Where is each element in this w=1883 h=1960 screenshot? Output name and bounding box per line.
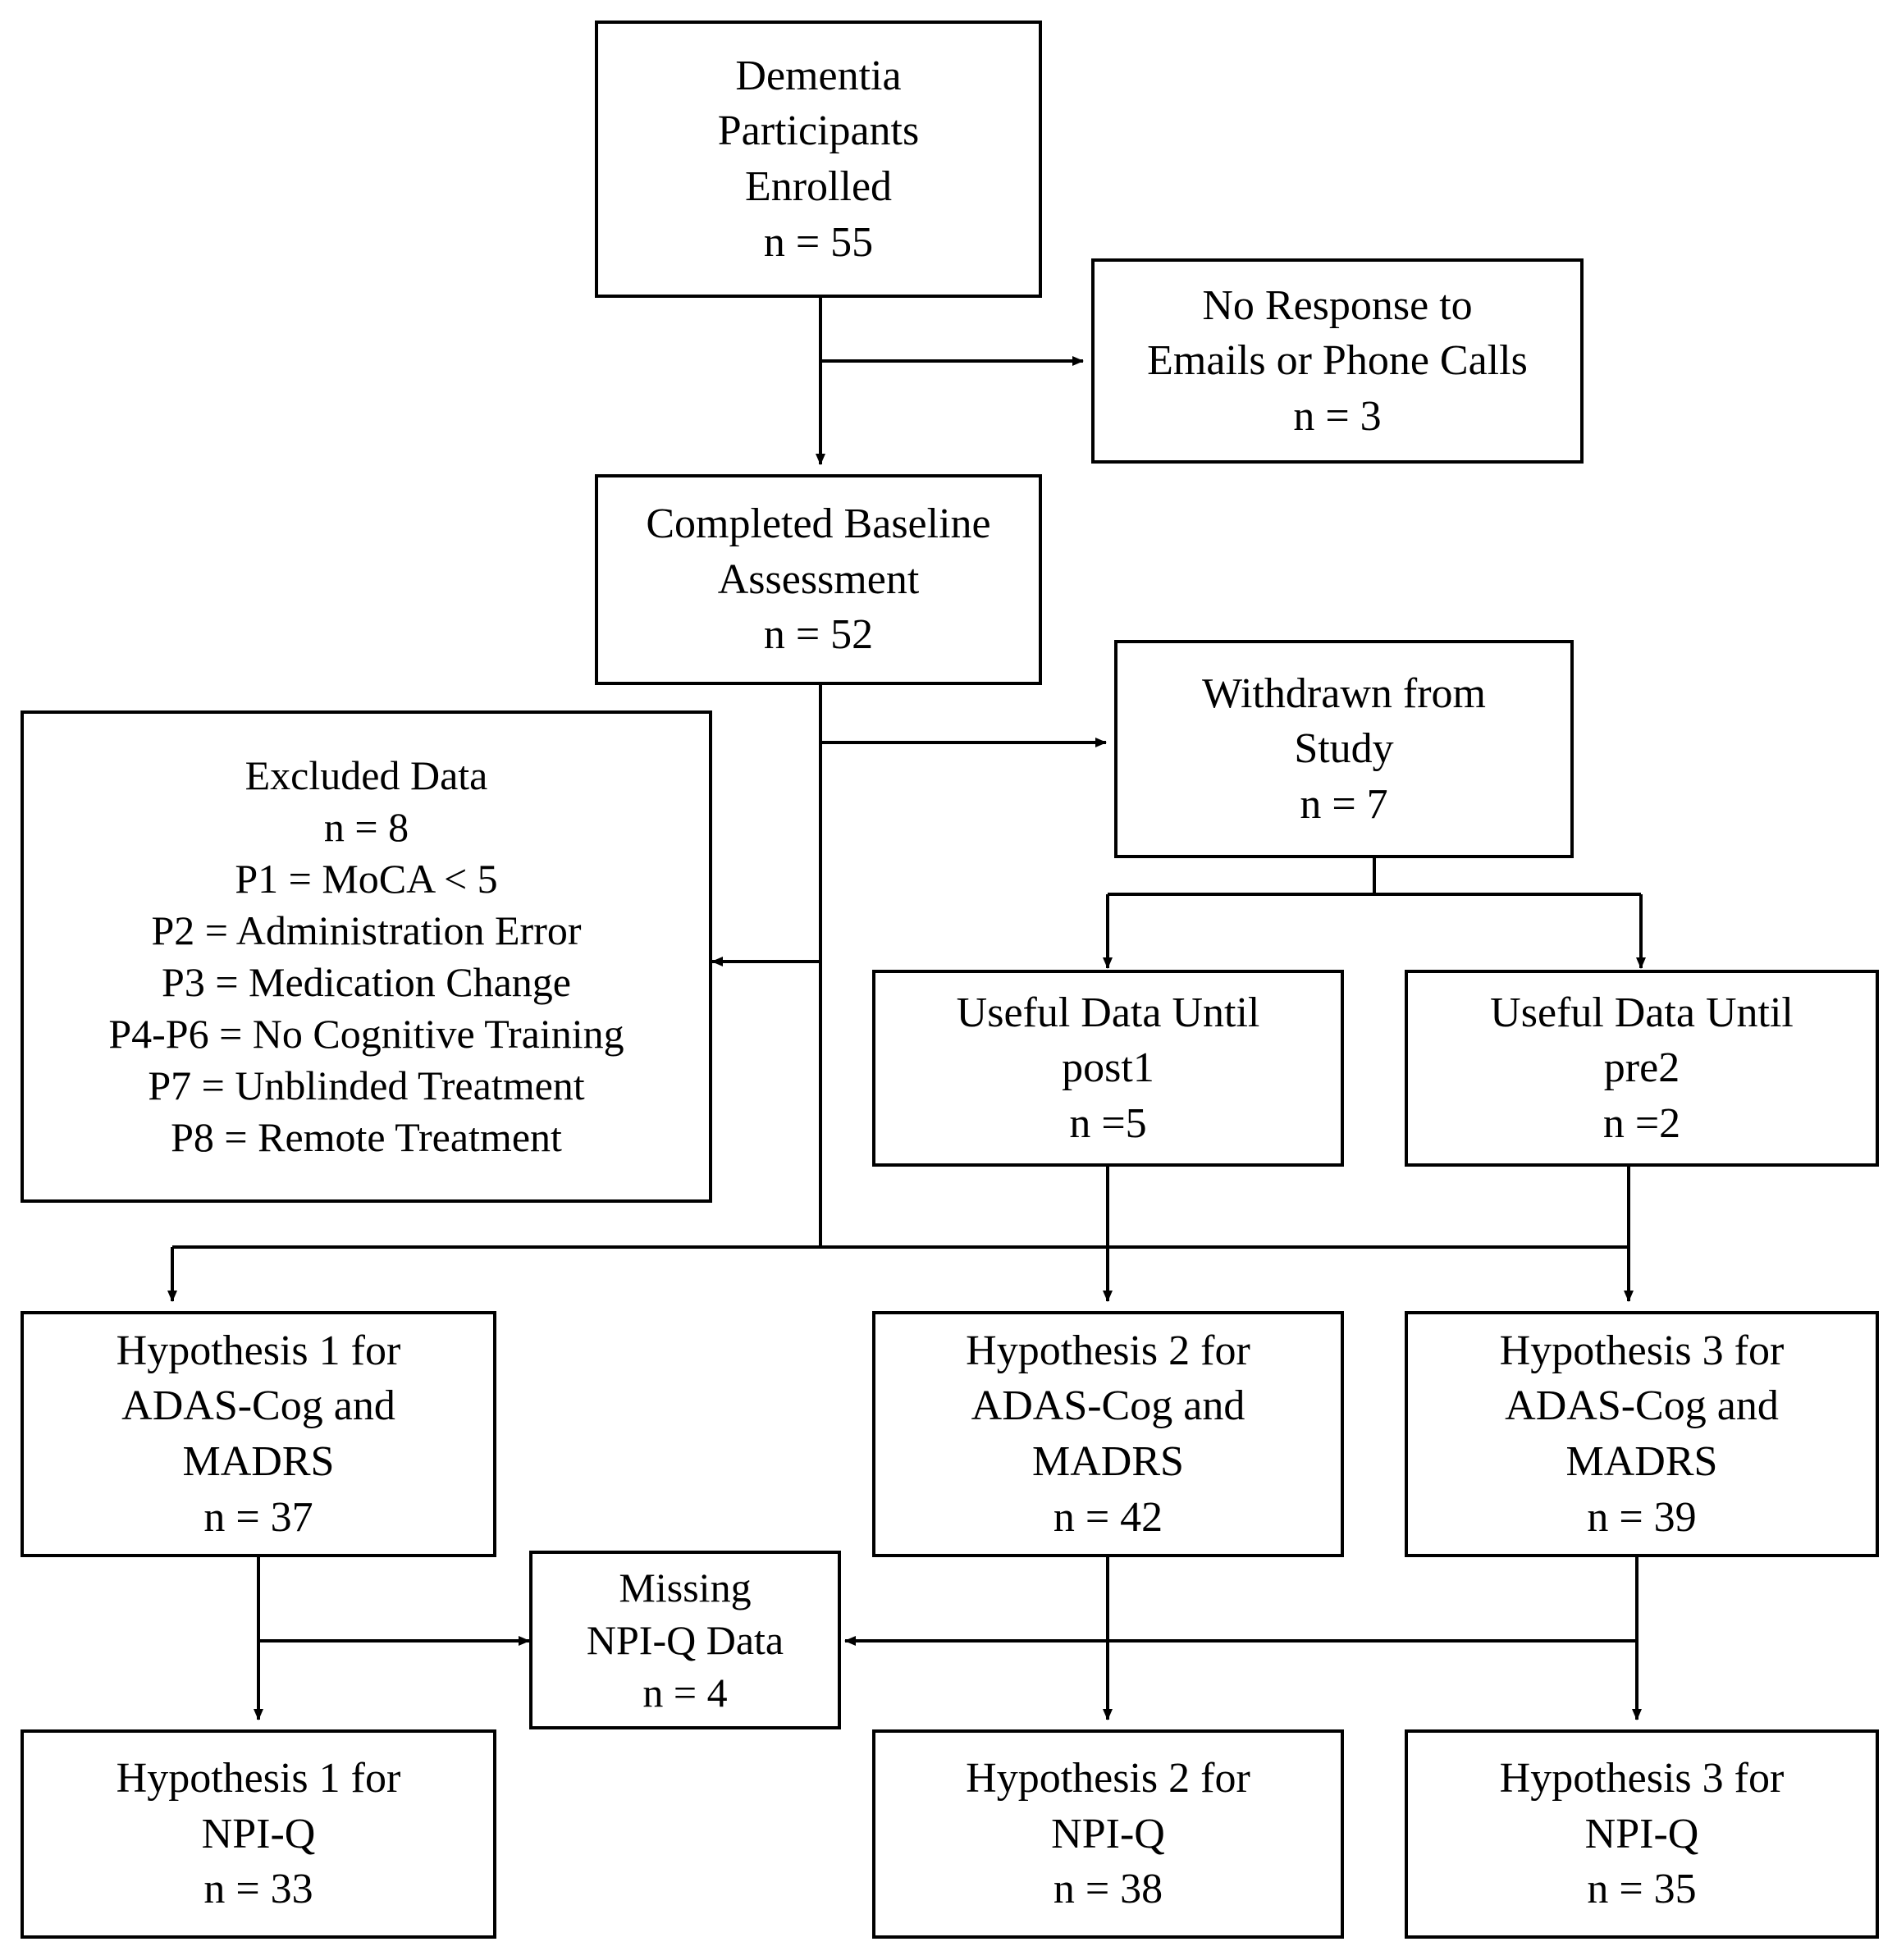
node-hyp1-adas-line-4: n = 37 xyxy=(203,1493,313,1541)
node-hyp2-adas-line-4: n = 42 xyxy=(1053,1493,1163,1541)
node-enrolled-line-1: Dementia xyxy=(735,52,902,99)
node-hyp2-adas-line-3: MADRS xyxy=(1032,1438,1184,1485)
node-hyp1-adas-line-3: MADRS xyxy=(182,1438,335,1485)
node-no-response: No Response to Emails or Phone Calls n =… xyxy=(1091,258,1584,464)
node-useful-pre2-line-3: n =2 xyxy=(1602,1099,1681,1147)
node-hyp1-npiq-line-2: NPI-Q xyxy=(201,1810,316,1857)
node-hyp3-adas-line-1: Hypothesis 3 for xyxy=(1499,1327,1785,1374)
node-baseline-line-3: n = 52 xyxy=(763,611,874,659)
node-excluded-line-7: P7 = Unblinded Treatment xyxy=(148,1062,585,1108)
node-no-response-line-1: No Response to xyxy=(1202,281,1473,329)
node-useful-pre2: Useful Data Until pre2 n =2 xyxy=(1405,970,1879,1167)
node-useful-post1-line-1: Useful Data Until xyxy=(956,989,1260,1036)
node-hyp3-adas-line-4: n = 39 xyxy=(1587,1493,1697,1541)
node-hyp3-npiq: Hypothesis 3 for NPI-Q n = 35 xyxy=(1405,1729,1879,1939)
node-hyp3-adas-line-2: ADAS-Cog and xyxy=(1505,1382,1779,1430)
node-excluded-line-2: n = 8 xyxy=(323,804,409,850)
node-hyp2-npiq-line-2: NPI-Q xyxy=(1051,1810,1165,1857)
node-useful-pre2-line-2: pre2 xyxy=(1603,1044,1680,1092)
node-hyp3-npiq-line-3: n = 35 xyxy=(1587,1866,1697,1913)
node-hyp2-adas-line-2: ADAS-Cog and xyxy=(971,1382,1245,1430)
node-hyp3-adas-line-3: MADRS xyxy=(1565,1438,1718,1485)
node-hyp1-adas-line-1: Hypothesis 1 for xyxy=(116,1327,401,1374)
node-baseline-line-1: Completed Baseline xyxy=(646,500,991,548)
node-excluded-line-3: P1 = MoCA < 5 xyxy=(235,856,498,902)
node-missing-npiq: Missing NPI-Q Data n = 4 xyxy=(529,1551,841,1729)
node-baseline-line-2: Assessment xyxy=(717,555,920,603)
node-useful-post1-line-3: n =5 xyxy=(1069,1099,1147,1147)
node-no-response-line-3: n = 3 xyxy=(1293,392,1382,440)
node-missing-npiq-line-1: Missing xyxy=(619,1565,752,1610)
node-hyp2-npiq: Hypothesis 2 for NPI-Q n = 38 xyxy=(872,1729,1344,1939)
node-hyp1-npiq: Hypothesis 1 for NPI-Q n = 33 xyxy=(21,1729,496,1939)
edge-withdrawn-split xyxy=(1108,858,1641,896)
node-hyp3-npiq-line-2: NPI-Q xyxy=(1584,1810,1699,1857)
node-excluded: Excluded Data n = 8 P1 = MoCA < 5 P2 = A… xyxy=(21,710,712,1203)
node-hyp3-npiq-line-1: Hypothesis 3 for xyxy=(1499,1755,1785,1802)
node-useful-pre2-line-1: Useful Data Until xyxy=(1490,989,1794,1036)
node-hyp3-adas: Hypothesis 3 for ADAS-Cog and MADRS n = … xyxy=(1405,1311,1879,1557)
node-hyp1-npiq-line-1: Hypothesis 1 for xyxy=(116,1755,401,1802)
node-enrolled-line-2: Participants xyxy=(717,107,920,155)
node-excluded-line-8: P8 = Remote Treatment xyxy=(171,1114,562,1160)
node-excluded-line-1: Excluded Data xyxy=(245,752,488,798)
node-hyp1-npiq-line-3: n = 33 xyxy=(203,1866,313,1913)
node-useful-post1: Useful Data Until post1 n =5 xyxy=(872,970,1344,1167)
node-excluded-line-6: P4-P6 = No Cognitive Training xyxy=(108,1011,624,1057)
node-withdrawn-line-2: Study xyxy=(1294,725,1394,773)
node-enrolled: Dementia Participants Enrolled n = 55 xyxy=(595,21,1042,298)
node-baseline: Completed Baseline Assessment n = 52 xyxy=(595,474,1042,685)
node-withdrawn-line-3: n = 7 xyxy=(1300,780,1388,828)
node-hyp2-adas-line-1: Hypothesis 2 for xyxy=(966,1327,1250,1374)
node-hyp1-adas: Hypothesis 1 for ADAS-Cog and MADRS n = … xyxy=(21,1311,496,1557)
node-enrolled-line-3: Enrolled xyxy=(744,163,893,210)
node-missing-npiq-line-3: n = 4 xyxy=(642,1670,728,1716)
node-withdrawn-line-1: Withdrawn from xyxy=(1202,669,1486,717)
node-hyp1-adas-line-2: ADAS-Cog and xyxy=(121,1382,395,1430)
node-withdrawn: Withdrawn from Study n = 7 xyxy=(1114,640,1574,858)
node-excluded-line-4: P2 = Administration Error xyxy=(151,907,582,953)
node-useful-post1-line-2: post1 xyxy=(1062,1044,1154,1092)
node-excluded-line-5: P3 = Medication Change xyxy=(162,959,571,1005)
node-hyp2-adas: Hypothesis 2 for ADAS-Cog and MADRS n = … xyxy=(872,1311,1344,1557)
node-missing-npiq-line-2: NPI-Q Data xyxy=(586,1617,784,1663)
node-hyp2-npiq-line-1: Hypothesis 2 for xyxy=(966,1755,1250,1802)
node-enrolled-line-4: n = 55 xyxy=(763,218,874,266)
node-no-response-line-2: Emails or Phone Calls xyxy=(1147,337,1528,385)
node-hyp2-npiq-line-3: n = 38 xyxy=(1053,1866,1163,1913)
